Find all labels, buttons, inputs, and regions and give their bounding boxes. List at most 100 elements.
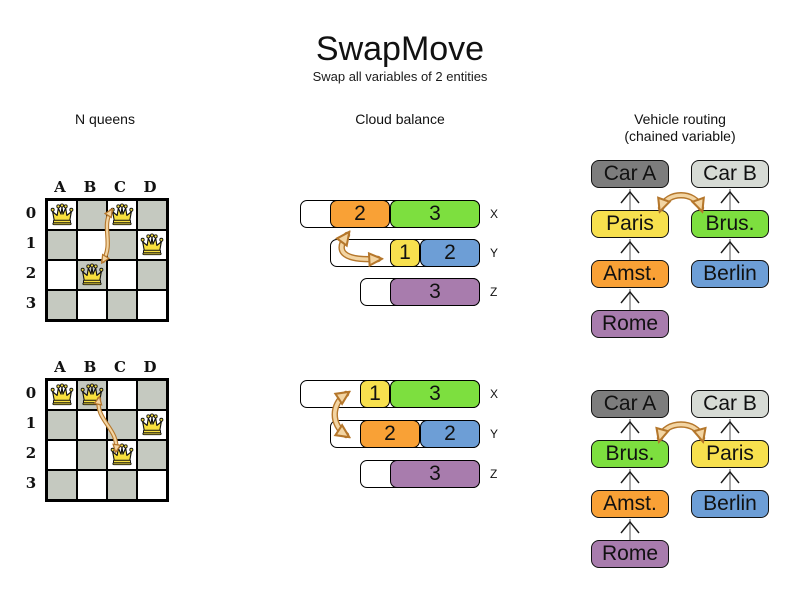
board-cell: [47, 230, 77, 260]
board-col-label: B: [83, 358, 97, 376]
vehicle-box: Car B: [691, 390, 769, 418]
chain-arrow-icon: [620, 189, 640, 210]
visit-box: Amst.: [591, 260, 669, 288]
board-cell: [107, 230, 137, 260]
process-block: 2: [330, 200, 390, 228]
board-cell: [137, 200, 167, 230]
board-col-label: D: [143, 178, 157, 196]
board-cell: [77, 440, 107, 470]
board-cell: [77, 200, 107, 230]
board-cell: [77, 290, 107, 320]
queen-icon: [140, 233, 164, 256]
board-row-label: 0: [25, 384, 37, 402]
board-col-label: B: [83, 178, 97, 196]
process-block: 2: [360, 420, 420, 448]
board-cell: [137, 260, 167, 290]
chain-connector: [618, 518, 642, 540]
chain-connector: [618, 418, 642, 440]
board-col-label: A: [54, 178, 66, 196]
computer-label: X: [490, 207, 499, 221]
chain-arrow-icon: [720, 239, 740, 260]
chain-connector: [618, 288, 642, 310]
chain-arrow-icon: [720, 469, 740, 490]
process-block: 3: [390, 460, 480, 488]
queen-piece: [49, 383, 75, 407]
column-header-nqueens: N queens: [75, 111, 135, 127]
queen-icon: [80, 263, 104, 286]
board-col-label: C: [114, 178, 126, 196]
chain-connector: [718, 418, 742, 440]
queen-icon: [110, 443, 134, 466]
process-block: 1: [390, 239, 420, 267]
board-col-label: C: [114, 358, 126, 376]
chessboard-grid: [45, 198, 169, 322]
board-cell: [77, 410, 107, 440]
board-cell: [77, 470, 107, 500]
vehicle-box: Car A: [591, 390, 669, 418]
visit-box: Paris: [591, 210, 669, 238]
board-cell: [47, 260, 77, 290]
board-cell: [107, 290, 137, 320]
page-subtitle: Swap all variables of 2 entities: [312, 69, 488, 84]
queen-piece: [139, 413, 165, 437]
queen-icon: [50, 203, 74, 226]
board-cell: [137, 290, 167, 320]
process-block: 1: [360, 380, 390, 408]
chain-arrow-icon: [720, 189, 740, 210]
queen-piece: [109, 203, 135, 227]
chain-arrow-icon: [720, 419, 740, 440]
queen-piece: [49, 203, 75, 227]
chain-connector: [718, 468, 742, 490]
vehicle-box: Car A: [591, 160, 669, 188]
computer-label: Y: [490, 427, 499, 441]
queen-icon: [140, 413, 164, 436]
chain-arrow-icon: [620, 469, 640, 490]
board-cell: [47, 470, 77, 500]
chain-connector: [718, 238, 742, 260]
chain-connector: [718, 188, 742, 210]
board-cell: [107, 410, 137, 440]
column-header-routing-line1: Vehicle routing: [634, 111, 726, 127]
queen-piece: [109, 443, 135, 467]
board-cell: [47, 440, 77, 470]
visit-box: Berlin: [691, 490, 769, 518]
page-title: SwapMove: [315, 30, 485, 68]
board-cell: [107, 260, 137, 290]
board-cell: [137, 440, 167, 470]
queen-piece: [79, 383, 105, 407]
column-header-routing-line2: (chained variable): [624, 128, 736, 144]
chain-arrow-icon: [620, 289, 640, 310]
vehicle-box: Car B: [691, 160, 769, 188]
process-block: 2: [420, 420, 480, 448]
board-cell: [107, 470, 137, 500]
chain-arrow-icon: [620, 519, 640, 540]
computer-label: Z: [490, 285, 498, 299]
queen-piece: [139, 233, 165, 257]
board-cell: [137, 380, 167, 410]
chain-arrow-icon: [620, 419, 640, 440]
chain-arrow-icon: [620, 239, 640, 260]
board-cell: [47, 410, 77, 440]
visit-box: Berlin: [691, 260, 769, 288]
process-block: 3: [390, 380, 480, 408]
board-row-label: 3: [25, 474, 37, 492]
computer-label: X: [490, 387, 499, 401]
computer-label: Y: [490, 246, 499, 260]
visit-box: Amst.: [591, 490, 669, 518]
chain-connector: [618, 188, 642, 210]
queen-piece: [79, 263, 105, 287]
board-cell: [77, 230, 107, 260]
board-row-label: 3: [25, 294, 37, 312]
queen-icon: [50, 383, 74, 406]
visit-box: Brus.: [691, 210, 769, 238]
board-row-label: 2: [25, 444, 37, 462]
process-block: 3: [390, 278, 480, 306]
board-row-label: 2: [25, 264, 37, 282]
visit-box: Rome: [591, 540, 669, 568]
queen-icon: [80, 383, 104, 406]
chain-connector: [618, 238, 642, 260]
chain-connector: [618, 468, 642, 490]
